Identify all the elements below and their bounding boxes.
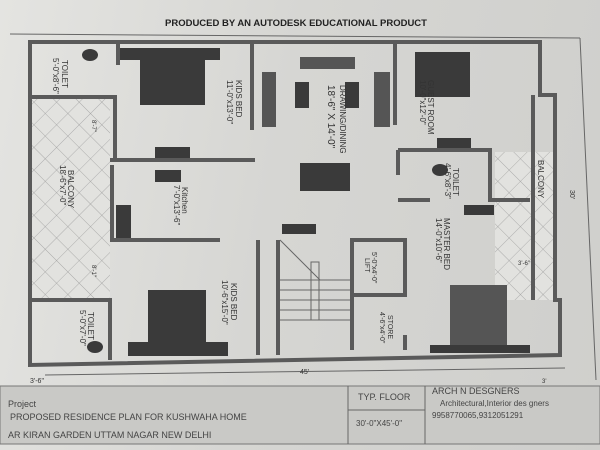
- balcony-right-name: BALCONY: [536, 160, 545, 199]
- dimension-right: 30': [568, 190, 575, 199]
- wc-icon-bottom: [87, 341, 103, 353]
- wardrobe: [155, 147, 190, 158]
- firm-tagline: Architectural,Interior des gners: [440, 399, 549, 408]
- dimension-right-offset: 3'-6": [518, 261, 530, 267]
- educational-watermark-header: PRODUCED BY AN AUTODESK EDUCATIONAL PROD…: [165, 18, 427, 29]
- project-name: PROPOSED RESIDENCE PLAN FOR KUSHWAHA HOM…: [10, 412, 247, 422]
- toilet-bottom-size: 5'-0"x7'-0": [78, 310, 87, 346]
- bed-master: [450, 285, 507, 347]
- kitchen-size: 7'-0"x13'-6": [172, 185, 181, 225]
- master-bed-size: 14'-0"x10'-6": [434, 218, 443, 263]
- firm-phones: 9958770065,9312051291: [432, 411, 524, 420]
- balcony-left-name: BALCONY: [66, 170, 75, 209]
- wall-toilet-top: [30, 95, 117, 160]
- dimension-line-width: [44, 367, 566, 376]
- side-table-right: [345, 82, 359, 108]
- wc-icon-right: [432, 164, 448, 176]
- drawing-dining-size: 18'-6" X 14'-0": [325, 85, 336, 149]
- dimension-width: 45': [300, 369, 309, 376]
- wall-store: [350, 295, 407, 350]
- lift-name: LIFT: [363, 258, 370, 273]
- sofa-right: [374, 72, 390, 127]
- kids-bed-bottom-name: KIDS BED: [229, 283, 238, 321]
- balcony-left-size: 18'-6"x7'-0": [58, 165, 67, 205]
- dining-table: [300, 163, 350, 191]
- project-address: AR KIRAN GARDEN UTTAM NAGAR NEW DELHI: [8, 430, 211, 440]
- kitchen-counter: [155, 170, 181, 182]
- wall-lift: [350, 238, 407, 297]
- master-bed-name: MASTER BED: [442, 218, 451, 270]
- kids-bed-top-name: KIDS BED: [234, 80, 243, 118]
- dimension-small-2: 8'-1": [90, 265, 96, 277]
- bed-kids-bottom: [148, 290, 206, 352]
- room-labels: TOILET 5'-0"x8'-6" BALCONY 18'-6"x7'-0" …: [51, 58, 545, 346]
- plot-size: 30'-0"X45'-0": [356, 419, 402, 428]
- toilet-right-size: 4'-6"x8'-3": [443, 163, 452, 199]
- sofa-left: [262, 72, 276, 127]
- kids-bed-top-size: 11'-0"x13'-0": [225, 80, 234, 124]
- sheet-border-right: [579, 37, 597, 381]
- project-label: Project: [8, 399, 37, 409]
- master-wardrobe: [464, 205, 494, 215]
- kids-side-tables: [128, 342, 228, 356]
- wall-toilet-bottom: [30, 298, 112, 360]
- drawing-dining-name: DRAWING/DINING: [338, 85, 347, 154]
- firm-name: ARCH N DESGNERS: [432, 386, 520, 396]
- guest-room-name: GUEST ROOM: [426, 80, 435, 135]
- fridge: [116, 205, 131, 238]
- wall-stair: [256, 240, 280, 355]
- balcony-right-floor: [495, 152, 557, 300]
- lift-size: 5'-0"x4'-0": [370, 252, 377, 284]
- wall-kitchen: [110, 165, 220, 242]
- store-size: 4'-6"x4'-0": [378, 312, 385, 344]
- wc-icon-top: [82, 49, 98, 61]
- toilet-top-size: 5'-0"x8'-6": [51, 58, 60, 94]
- store-name: STORE: [386, 315, 393, 339]
- guest-room-size: 10'-0"x12'-0": [418, 80, 427, 125]
- toilet-top-name: TOILET: [60, 60, 69, 88]
- balcony-left-floor: [32, 98, 110, 298]
- toilet-bottom-name: TOILET: [86, 312, 95, 340]
- bed-guest: [415, 52, 470, 97]
- toilet-right-name: TOILET: [451, 168, 460, 196]
- master-side-tables: [430, 345, 530, 353]
- dimension-right-offset-2: 3': [542, 379, 546, 385]
- sheet-border-top: [9, 33, 581, 39]
- guest-wardrobe: [437, 138, 471, 148]
- side-tables: [120, 48, 220, 60]
- side-table-left: [295, 82, 309, 108]
- title-block: Project PROPOSED RESIDENCE PLAN FOR KUSH…: [0, 385, 600, 445]
- dimension-small: 8'-7": [90, 120, 96, 132]
- outer-wall: [28, 40, 562, 368]
- stair-cabinet: [282, 224, 316, 234]
- wall-toilet-right-2: [396, 150, 430, 202]
- staircase: [279, 239, 350, 321]
- tv-unit: [300, 57, 355, 69]
- kids-bed-bottom-size: 10'-6"x15'-0": [220, 280, 229, 325]
- dimension-offset-left: 3'-6": [30, 378, 44, 385]
- wall-toilet-right: [398, 148, 530, 202]
- floor-label: TYP. FLOOR: [358, 392, 411, 402]
- kitchen-name: Kitchen: [180, 187, 189, 214]
